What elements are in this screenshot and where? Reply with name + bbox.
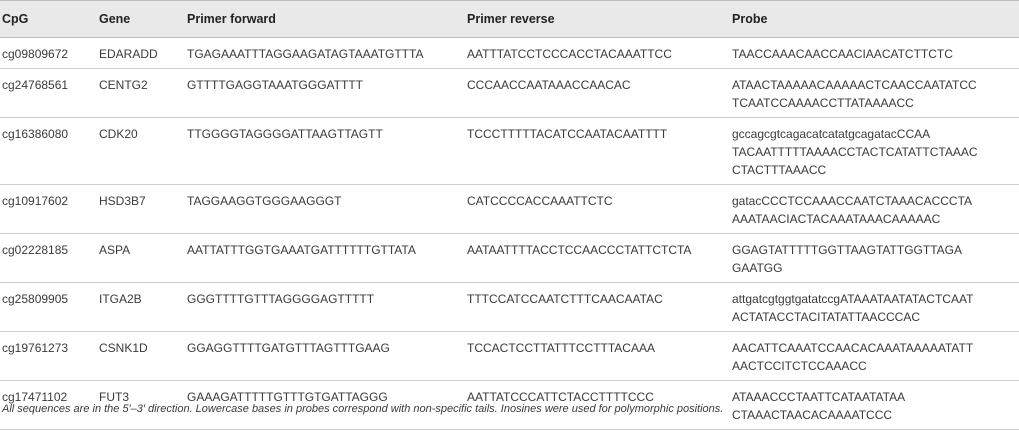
cell-cpg: cg24768561 — [0, 68, 97, 118]
cell-primer-forward: TAGGAAGGTGGGAAGGGT — [185, 184, 465, 234]
cell-primer-reverse: CATCCCCACCAAATTCTC — [465, 184, 730, 234]
cell-probe: ATAACTAAAAACAAAAACTCAACCAATATCC TCAATCCAA… — [730, 68, 1019, 118]
cell-primer-reverse: TTTCCATCCAATCTTTCAACAATAC — [465, 282, 730, 332]
cell-primer-reverse: TCCCTTTTTACATCCAATACAATTTT — [465, 117, 730, 185]
cell-primer-forward: AATTATTTGGTGAAATGATTTTTTGTTATA — [185, 233, 465, 283]
cell-probe: ATAAACCCTAATTCATAATATAA CTAAACTAACACAAAAT… — [730, 380, 1019, 430]
cell-cpg: cg10917602 — [0, 184, 97, 234]
header-primer-reverse: Primer reverse — [465, 0, 730, 38]
cell-cpg: cg19761273 — [0, 331, 97, 381]
header-probe: Probe — [730, 0, 1019, 38]
probe-line: AACATTCAAATCCAACACAAATAAAAATATT — [732, 341, 974, 355]
cell-gene: CSNK1D — [97, 331, 185, 381]
cell-primer-forward: GGAGGTTTTGATGTTTAGTTTGAAG — [185, 331, 465, 381]
probe-line: TACAATTTTTAAAACCTACTCATATTCTAAAC — [732, 145, 978, 159]
probe-line: AACTCCITCTCCAAACC — [732, 359, 867, 373]
probe-line: CTAAACTAACACAAAATCCC — [732, 408, 893, 422]
cell-gene: EDARADD — [97, 37, 185, 69]
probe-line: AAATAACIACTACAAATAAACAAAAAC — [732, 212, 941, 226]
cell-probe: attgatcgtggtgatatccgATAAATAATATACTCAAT AC… — [730, 282, 1019, 332]
cell-probe: gccagcgtcagacatcatatgcagatacCCAA TACAATTT… — [730, 117, 1019, 185]
cell-primer-forward: GTTTTGAGGTAAATGGGATTTT — [185, 68, 465, 118]
header-cpg: CpG — [0, 0, 97, 38]
probe-line: CTACTTTAAACC — [732, 163, 827, 177]
cell-cpg: cg09809672 — [0, 37, 97, 69]
probe-line: ATAAACCCTAATTCATAATATAA — [732, 390, 906, 404]
cell-cpg: cg02228185 — [0, 233, 97, 283]
cell-gene: ASPA — [97, 233, 185, 283]
cell-gene: HSD3B7 — [97, 184, 185, 234]
cell-cpg: cg16386080 — [0, 117, 97, 185]
probe-line: ATAACTAAAAACAAAAACTCAACCAATATCC — [732, 78, 977, 92]
cell-primer-reverse: AATTTATCCTCCCACCTACAAATTCC — [465, 37, 730, 69]
cell-primer-reverse: CCCAACCAATAAACCAACAC — [465, 68, 730, 118]
cell-probe: gatacCCCTCCAAACCAATCTAAACACCCTA AAATAACIA… — [730, 184, 1019, 234]
probe-line: gccagcgtcagacatcatatgcagatacCCAA — [732, 127, 931, 141]
cell-gene: ITGA2B — [97, 282, 185, 332]
probe-line: GAATGG — [732, 261, 783, 275]
header-gene: Gene — [97, 0, 185, 38]
cell-primer-reverse: TCCACTCCTTATTTCCTTTACAAA — [465, 331, 730, 381]
cell-primer-forward: GGGTTTTGTTTAGGGGAGTTTTT — [185, 282, 465, 332]
cell-probe: AACATTCAAATCCAACACAAATAAAAATATT AACTCCITC… — [730, 331, 1019, 381]
cell-cpg: cg25809905 — [0, 282, 97, 332]
cell-probe: TAACCAAACAACCAACIAACATCTTCTC — [730, 37, 1019, 69]
header-primer-forward: Primer forward — [185, 0, 465, 38]
table-footnote: All sequences are in the 5′–3′ direction… — [2, 403, 724, 415]
table-header: CpG Gene Primer forward Primer reverse P… — [0, 0, 1019, 38]
cell-primer-reverse: AATAATTTTACCTCCAACCCTATTCTCTA — [465, 233, 730, 283]
probe-line: TAACCAAACAACCAACIAACATCTTCTC — [732, 47, 953, 61]
cell-gene: CDK20 — [97, 117, 185, 185]
probe-line: ACTATACCTACITATATTAACCCAC — [732, 310, 920, 324]
probe-line: gatacCCCTCCAAACCAATCTAAACACCCTA — [732, 194, 973, 208]
cell-gene: CENTG2 — [97, 68, 185, 118]
cell-probe: GGAGTATTTTTGGTTAAGTATTGGTTAGA GAATGG — [730, 233, 1019, 283]
header-row: CpG Gene Primer forward Primer reverse P… — [0, 0, 1019, 38]
probe-line: attgatcgtggtgatatccgATAAATAATATACTCAAT — [732, 292, 974, 306]
cell-primer-forward: TGAGAAATTTAGGAAGATAGTAAATGTTTA — [185, 37, 465, 69]
probe-line: TCAATCCAAAACCTTATAAAACC — [732, 96, 914, 110]
probe-line: GGAGTATTTTTGGTTAAGTATTGGTTAGA — [732, 243, 962, 257]
cell-primer-forward: TTGGGGTAGGGGATTAAGTTAGTT — [185, 117, 465, 185]
